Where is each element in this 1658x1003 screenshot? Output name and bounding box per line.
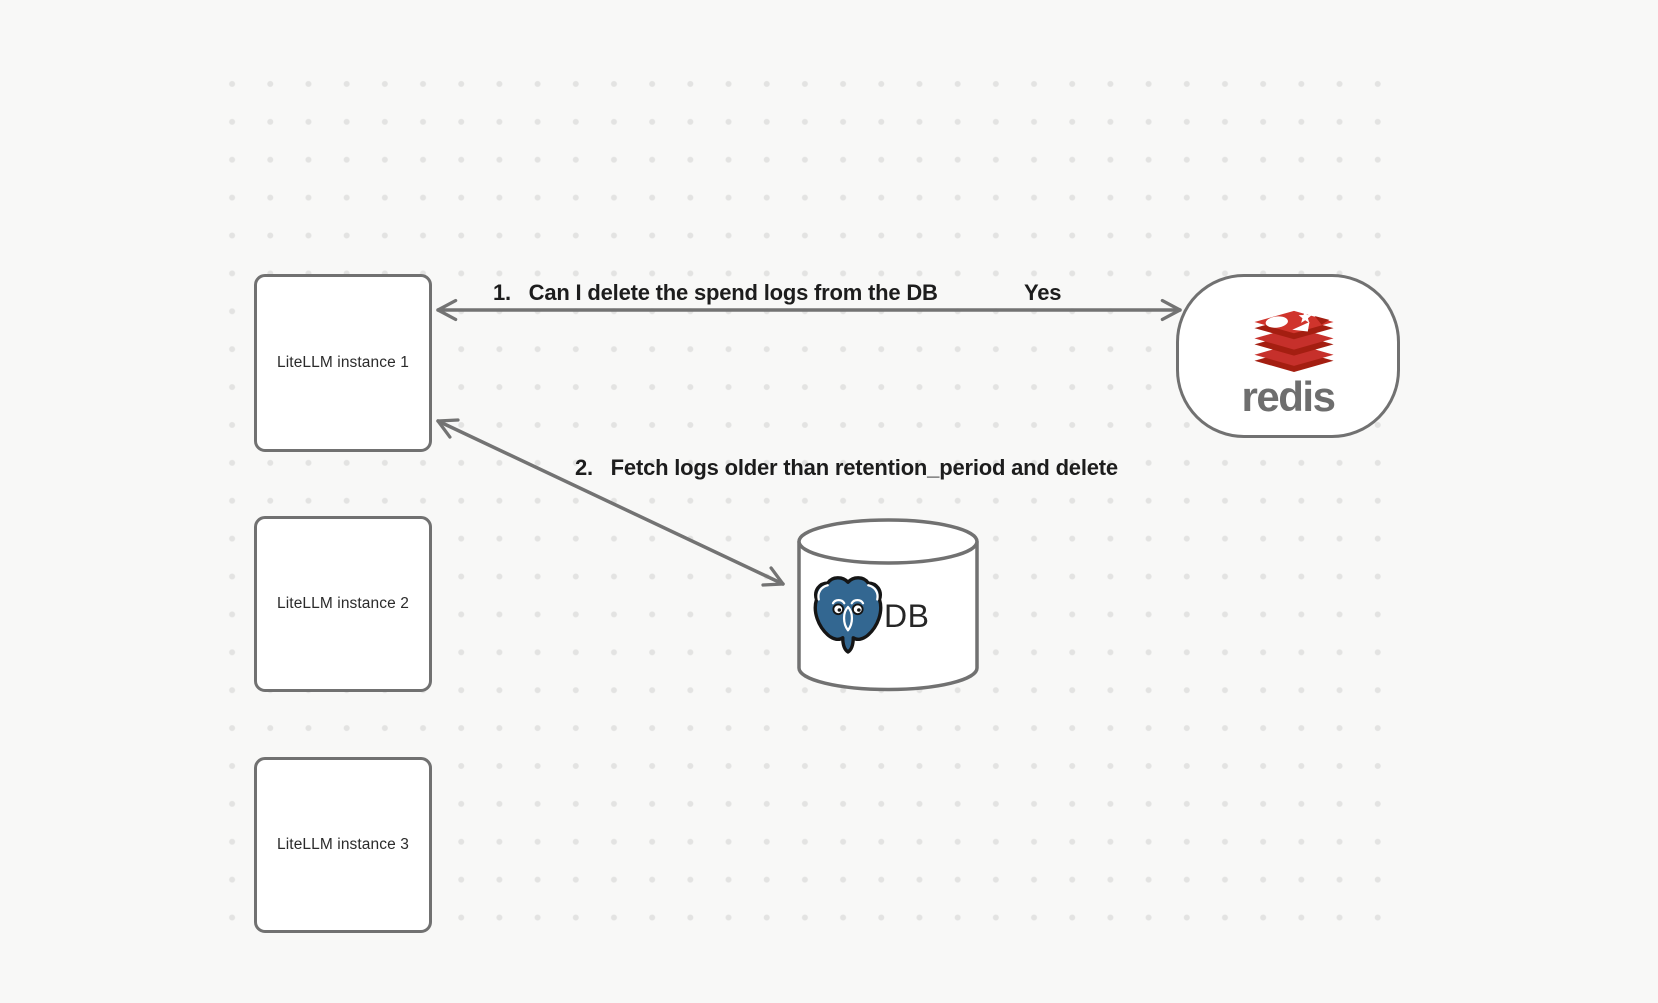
arrow2-label[interactable]: 2. Fetch logs older than retention_perio… [575,455,1118,480]
node-litellm-instance-1-label: LiteLLM instance 1 [277,354,409,371]
arrow1-answer-label[interactable]: Yes [1024,280,1062,305]
redis-cube-icon [1254,310,1334,372]
redis-wordmark: redis [1241,373,1336,420]
arrow1-label[interactable]: 1. Can I delete the spend logs from the … [493,280,938,305]
db-label: DB [884,598,930,634]
node-database-content[interactable]: DB [799,520,977,690]
node-litellm-instance-2-label: LiteLLM instance 2 [277,595,409,612]
arrow-instance1-db[interactable] [436,418,785,587]
node-litellm-instance-1[interactable]: LiteLLM instance 1 [254,274,432,452]
node-litellm-instance-2[interactable]: LiteLLM instance 2 [254,516,432,692]
node-litellm-instance-3-label: LiteLLM instance 3 [277,836,409,853]
postgresql-elephant-icon [813,576,883,654]
node-redis[interactable]: redis [1176,274,1400,438]
node-litellm-instance-3[interactable]: LiteLLM instance 3 [254,757,432,933]
